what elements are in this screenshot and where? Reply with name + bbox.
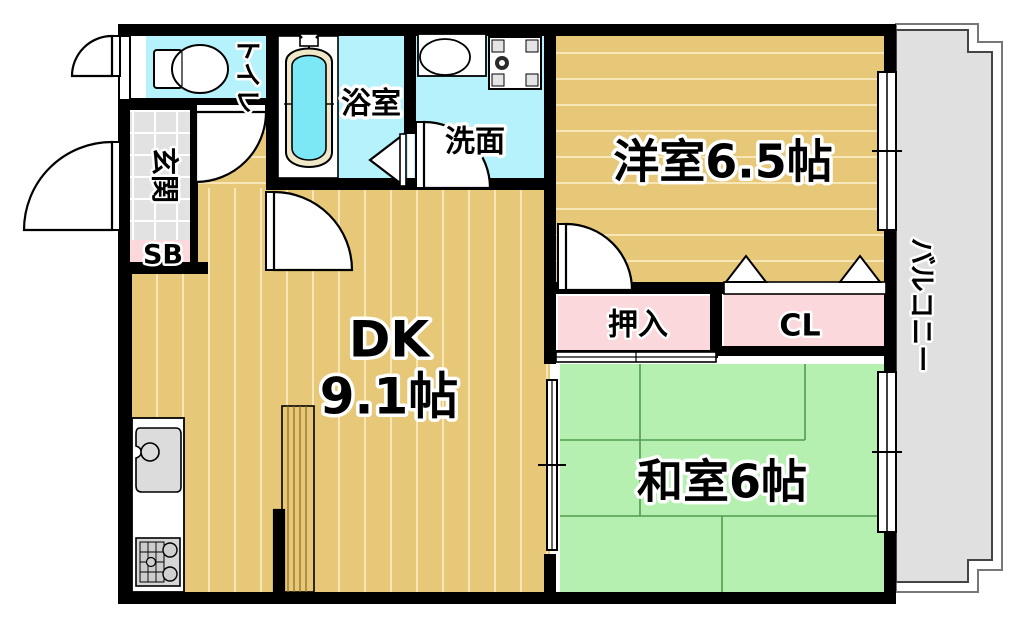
label-oshiire: 押入 [608, 308, 668, 343]
western-room-swing-door [557, 222, 634, 292]
gas-stove-fixture [135, 537, 181, 587]
cl-folding-door [723, 254, 887, 295]
bathtub-fixture [277, 31, 339, 179]
label-shoebox: SB [143, 240, 183, 271]
doors [22, 34, 887, 594]
kitchen-counter [131, 417, 185, 593]
toilet-fixture [153, 44, 229, 94]
washroom-swing-door [415, 120, 492, 190]
label-cl: CL [779, 309, 820, 344]
washitsu-west-sash [538, 379, 566, 551]
corridor-swing-door [265, 190, 354, 272]
label-washroom: 洗面 [445, 125, 505, 160]
oshiire-sliding-door [555, 351, 717, 363]
western-room-balcony-window [872, 71, 902, 231]
tatami-joints [560, 364, 890, 604]
entrance-swing-door [22, 140, 121, 232]
washitsu-balcony-window [872, 371, 902, 533]
label-western-room: 洋室6.5帖 [613, 135, 833, 189]
label-dk-size: 9.1帖 [320, 368, 459, 426]
label-balcony: バルコニー [906, 238, 937, 372]
toilet-inner-swing-door [194, 103, 268, 184]
balcony-area [895, 23, 1003, 593]
label-bath: 浴室 [341, 87, 401, 122]
fixtures [131, 31, 542, 593]
kitchen-storage-sliding-door [272, 405, 315, 594]
label-entrance: 玄関 [148, 147, 181, 203]
windows [118, 35, 902, 551]
bath-folding-door [368, 131, 407, 189]
kitchen-sink-fixture [135, 427, 182, 493]
room-labels: トイレ 浴室 洗面 玄関 SB 洋室6.5帖 押入 CL 和室6帖 DK 9.1… [140, 33, 939, 512]
label-japanese-room: 和室6帖 [637, 455, 807, 509]
label-dk: DK [349, 311, 432, 369]
toilet-swing-door [70, 34, 121, 78]
label-toilet: トイレ [232, 36, 262, 114]
vanity-sink-fixture [417, 33, 487, 77]
washing-machine-pan [488, 36, 542, 90]
